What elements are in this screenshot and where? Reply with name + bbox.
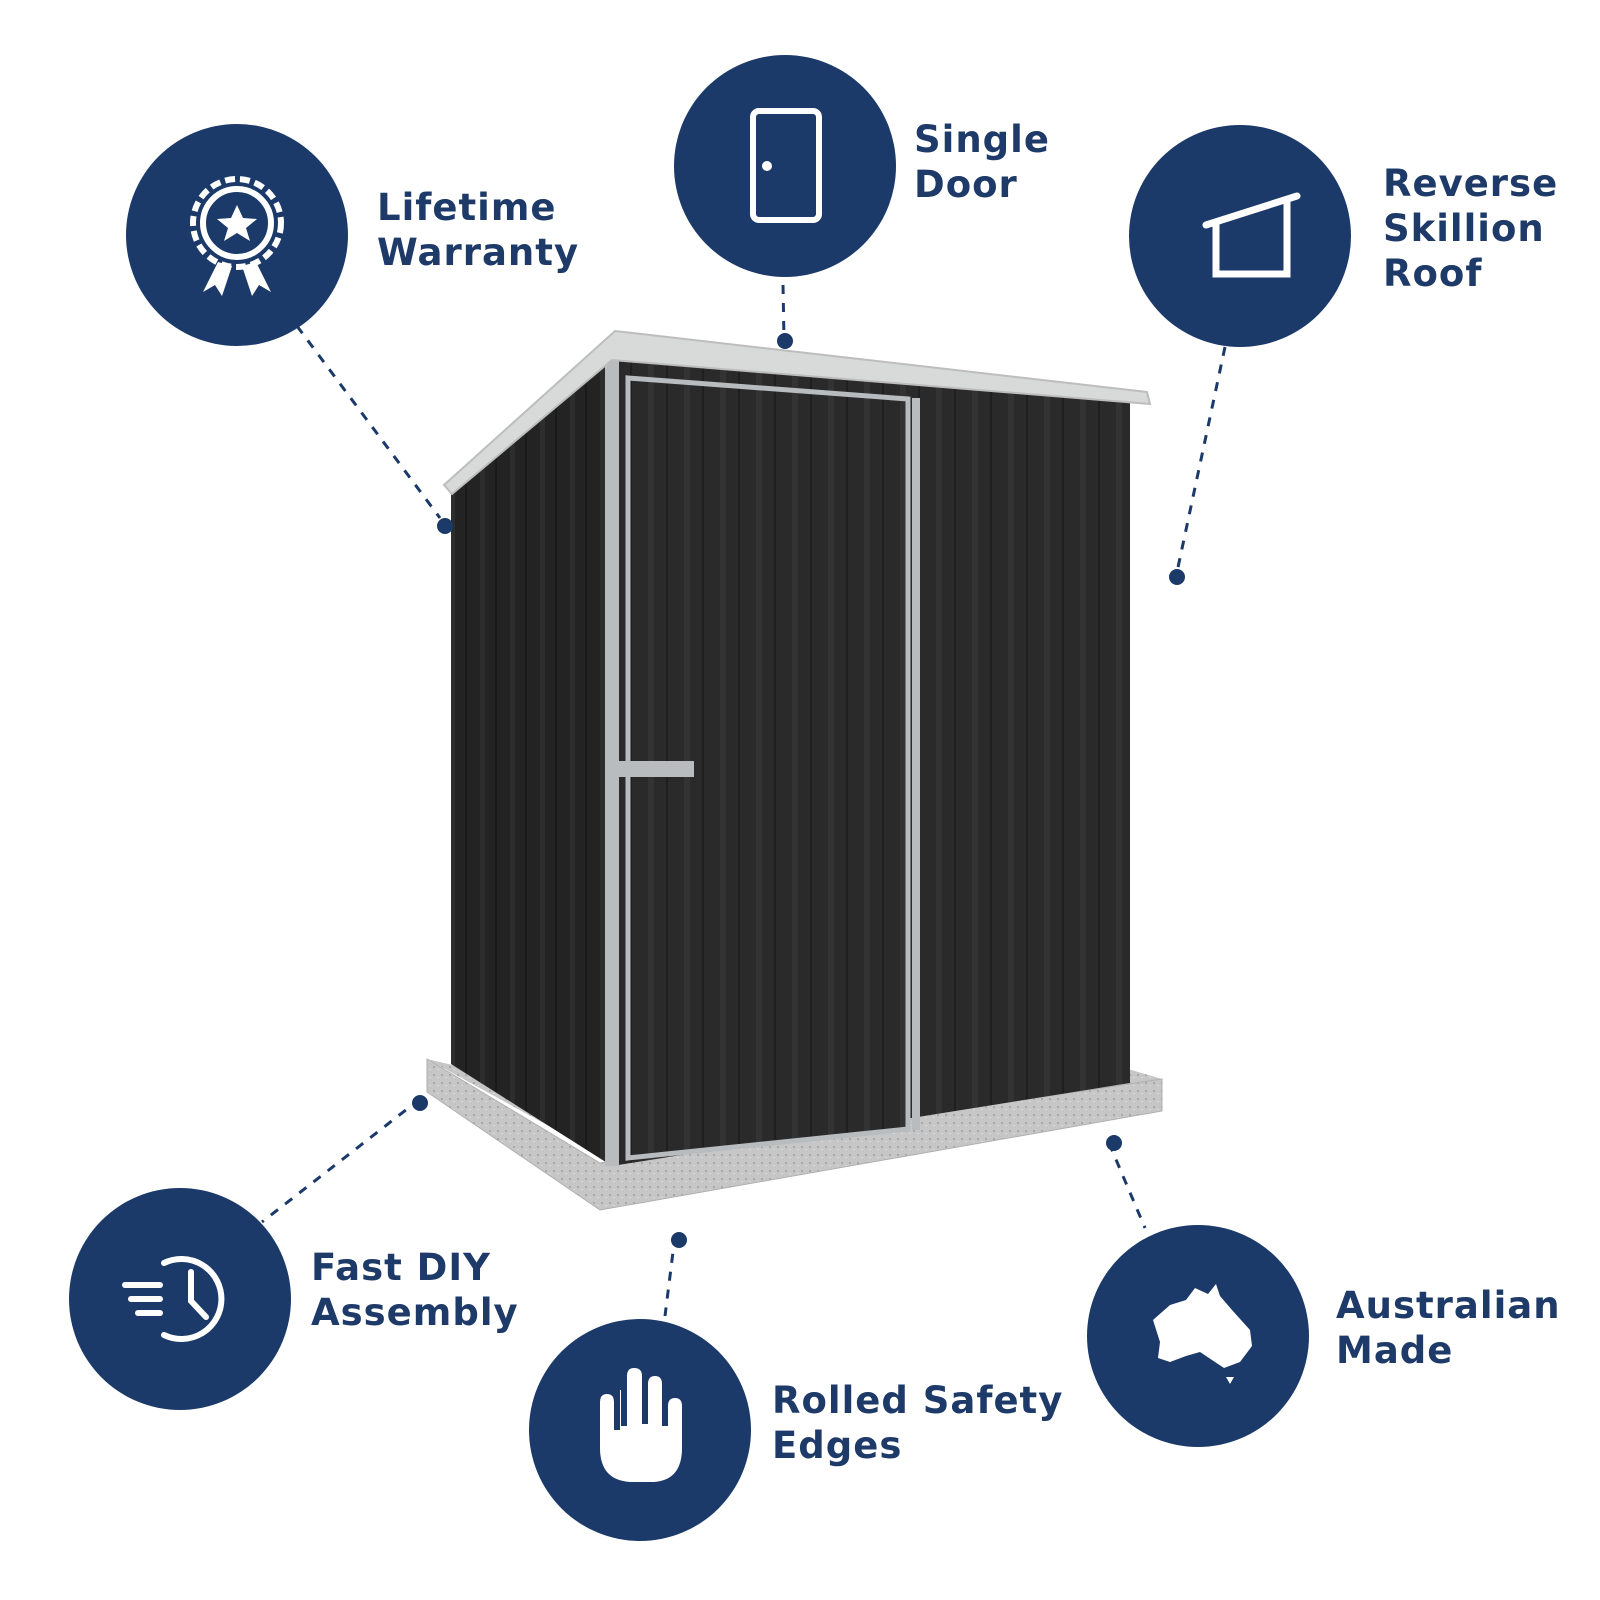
badge-australian-made xyxy=(1087,1225,1309,1447)
award-ribbon-icon xyxy=(190,176,284,296)
feature-label-rolled-safety-edges: Rolled Safety Edges xyxy=(772,1379,1064,1467)
feature-label-reverse-skillion-roof: Reverse Skillion Roof xyxy=(1383,162,1559,295)
door-latch xyxy=(614,761,694,777)
hand-icon xyxy=(600,1368,682,1482)
badge-rolled-safety-edges xyxy=(529,1319,751,1541)
fast-clock-icon xyxy=(122,1256,225,1342)
badge-fast-diy-assembly xyxy=(69,1188,291,1410)
feature-label-australian-made: Australian Made xyxy=(1336,1284,1561,1372)
shed-roof xyxy=(442,329,1152,496)
badge-lifetime-warranty xyxy=(126,124,348,346)
feature-label-fast-diy-assembly: Fast DIY Assembly xyxy=(311,1246,519,1334)
feature-label-single-door: Single Door xyxy=(914,118,1050,206)
australia-map-icon xyxy=(1153,1284,1252,1384)
door-icon xyxy=(750,108,822,223)
feature-label-lifetime-warranty: Lifetime Warranty xyxy=(377,186,580,274)
shed-side-wall xyxy=(451,360,612,1166)
badge-reverse-skillion-roof xyxy=(1129,125,1351,347)
connector-lines xyxy=(261,284,1227,1317)
shed-door xyxy=(625,375,911,1161)
skillion-roof-icon xyxy=(1202,192,1301,278)
badge-single-door xyxy=(674,55,896,277)
connector-dots xyxy=(412,333,1185,1248)
